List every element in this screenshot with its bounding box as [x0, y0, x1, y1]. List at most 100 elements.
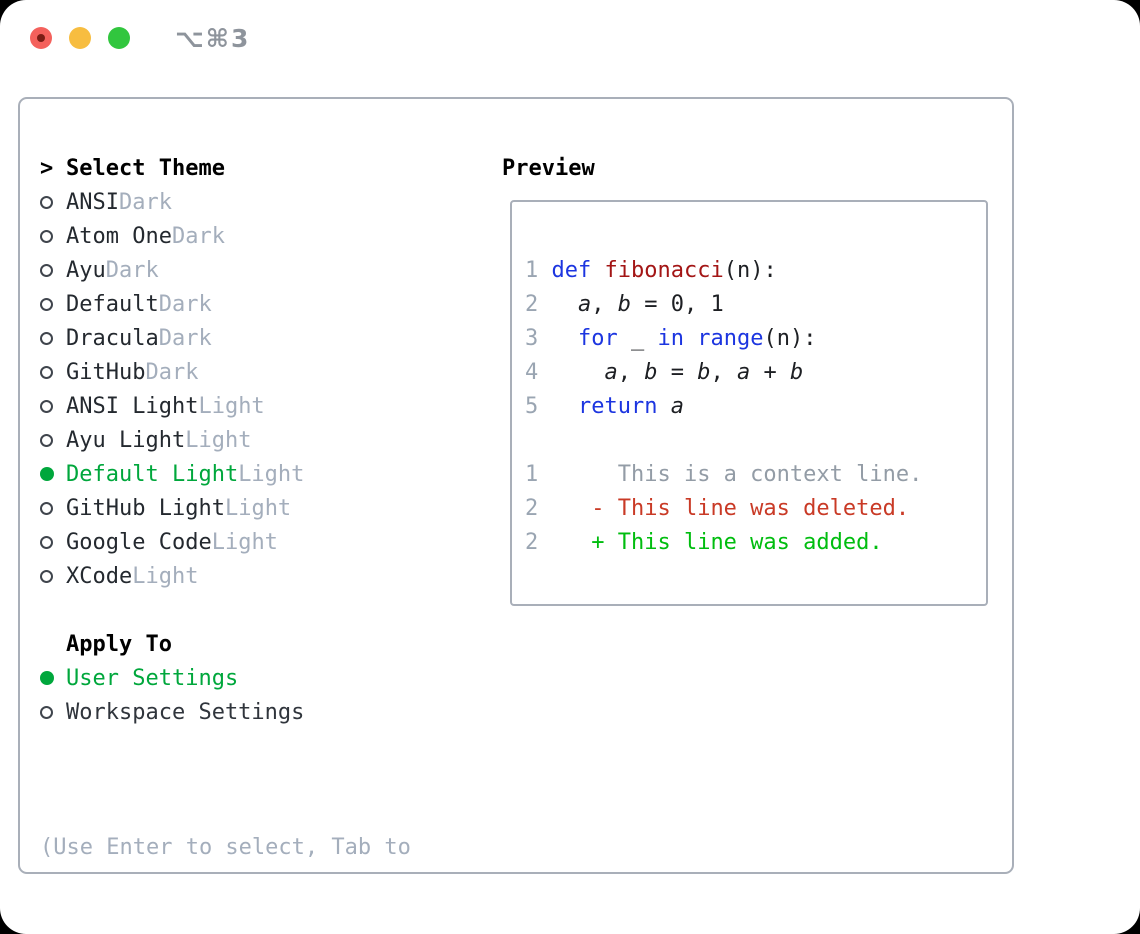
code-segment: in	[657, 325, 685, 351]
code-segment	[552, 292, 579, 317]
theme-option-ayu-light[interactable]: Ayu Light Light	[40, 423, 411, 457]
select-theme-header: > Select Theme	[40, 151, 411, 185]
theme-option-default[interactable]: Default Dark	[40, 287, 411, 321]
code-segment: + This line was added.	[591, 529, 883, 555]
code-line: 4 a, b = b, a + b	[525, 355, 922, 389]
code-segment	[552, 360, 605, 385]
theme-option-default-light[interactable]: Default Light Light	[40, 457, 411, 491]
option-label: Default Light	[66, 461, 239, 487]
code-line: 2 a, b = 0, 1	[525, 287, 922, 321]
line-number: 1	[525, 461, 618, 487]
option-label: ANSI Light	[66, 393, 199, 419]
code-segment: = 0, 1	[631, 291, 724, 317]
code-line: 2 + This line was added.	[525, 525, 922, 559]
theme-variant-tag: Light	[211, 529, 278, 555]
option-label: GitHub Light	[66, 495, 225, 521]
radio-icon	[40, 263, 66, 277]
theme-variant-tag: Dark	[158, 325, 212, 351]
theme-option-ayu[interactable]: Ayu Dark	[40, 253, 411, 287]
code-segment	[591, 258, 604, 283]
theme-variant-tag: Dark	[145, 359, 199, 385]
apply-to-header: Apply To	[40, 627, 411, 661]
option-label: Atom One	[66, 223, 172, 249]
theme-variant-tag: Dark	[105, 257, 159, 283]
window-title: ⌥⌘3	[175, 23, 251, 53]
minimize-button[interactable]	[69, 27, 91, 49]
radio-selected-icon	[40, 671, 66, 685]
theme-option-github-light[interactable]: GitHub Light Light	[40, 491, 411, 525]
code-segment: a	[670, 393, 684, 419]
line-number: 2	[525, 529, 592, 555]
select-theme-title: Select Theme	[66, 155, 225, 181]
theme-option-google-code[interactable]: Google Code Light	[40, 525, 411, 559]
theme-option-xcode[interactable]: XCode Light	[40, 559, 411, 593]
apply-option-workspace-settings[interactable]: Workspace Settings	[40, 695, 411, 729]
theme-option-atom-one[interactable]: Atom One Dark	[40, 219, 411, 253]
radio-icon	[40, 229, 66, 243]
radio-icon	[40, 569, 66, 583]
code-segment: =	[657, 359, 698, 385]
prompt-icon: >	[40, 155, 54, 181]
line-number: 5	[525, 393, 552, 419]
option-label: Ayu	[66, 257, 106, 283]
option-label: Ayu Light	[66, 427, 186, 453]
option-label: User Settings	[66, 665, 239, 691]
radio-selected-icon	[40, 467, 66, 481]
code-segment: fibonacci	[604, 257, 724, 283]
code-segment	[552, 394, 579, 419]
option-label: Default	[66, 291, 159, 317]
title-bar: ⌥⌘3	[30, 23, 251, 53]
line-number: 1	[525, 257, 552, 283]
spacer	[40, 729, 411, 763]
theme-variant-tag: Light	[198, 393, 265, 419]
theme-variant-tag: Dark	[118, 189, 172, 215]
code-segment: (n):	[723, 257, 777, 283]
theme-option-ansi-light[interactable]: ANSI Light Light	[40, 389, 411, 423]
radio-icon	[40, 399, 66, 413]
radio-icon	[40, 535, 66, 549]
theme-variant-tag: Light	[185, 427, 252, 453]
theme-variant-tag: Light	[224, 495, 292, 521]
code-segment: (n):	[763, 325, 817, 351]
theme-option-ansi[interactable]: ANSI Dark	[40, 185, 411, 219]
option-label: XCode	[66, 563, 133, 589]
hint-line-1: (Use Enter to select, Tab to	[40, 835, 411, 860]
theme-variant-tag: Light	[132, 563, 199, 589]
theme-variant-tag: Dark	[171, 223, 225, 249]
theme-variant-tag: Light	[238, 461, 305, 487]
spacer	[40, 593, 411, 627]
theme-option-dracula[interactable]: Dracula Dark	[40, 321, 411, 355]
code-segment: This is a context line.	[617, 461, 923, 487]
line-number: 3	[525, 325, 552, 351]
code-line: 1 def fibonacci(n):	[525, 253, 922, 287]
preview-title: Preview	[502, 155, 595, 181]
theme-option-github[interactable]: GitHub Dark	[40, 355, 411, 389]
code-line: 3 for _ in range(n):	[525, 321, 922, 355]
code-line: 2 - This line was deleted.	[525, 491, 922, 525]
close-button[interactable]	[30, 27, 52, 49]
theme-variant-tag: Dark	[158, 291, 212, 317]
code-segment: ,	[617, 359, 645, 385]
code-segment	[552, 326, 579, 351]
option-label: Google Code	[66, 529, 212, 555]
blank-line	[525, 423, 922, 457]
code-segment: b	[644, 359, 658, 385]
code-segment: a	[578, 291, 592, 317]
zoom-button[interactable]	[108, 27, 130, 49]
radio-icon	[40, 195, 66, 209]
radio-icon	[40, 705, 66, 719]
apply-option-user-settings[interactable]: User Settings	[40, 661, 411, 695]
code-segment: for	[578, 325, 618, 351]
line-number: 4	[525, 359, 552, 385]
code-segment: b	[617, 291, 631, 317]
code-segment: _	[617, 325, 658, 351]
code-segment: +	[750, 359, 790, 385]
code-segment	[684, 326, 697, 351]
keyboard-hint: (Use Enter to select, Tab to change focu…	[40, 763, 411, 934]
code-segment: range	[697, 325, 764, 351]
line-number: 2	[525, 495, 592, 521]
radio-icon	[40, 297, 66, 311]
